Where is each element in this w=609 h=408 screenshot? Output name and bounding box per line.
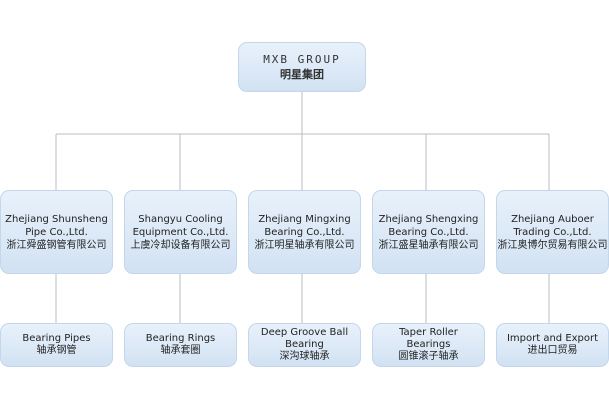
company-node-mingxing: Zhejiang Mingxing Bearing Co.,Ltd. 浙江明星轴… — [248, 190, 361, 274]
product-name-zh: 轴承套圈 — [160, 345, 201, 356]
product-name-en: Import and Export — [506, 333, 599, 344]
company-node-auboer: Zhejiang Auboer Trading Co.,Ltd. 浙江奥博尔贸易… — [496, 190, 609, 274]
company-name-en: Zhejiang Shengxing Bearing Co.,Ltd. — [378, 213, 479, 238]
company-name-zh: 浙江盛星轴承有限公司 — [378, 239, 479, 251]
product-name-zh: 轴承钢管 — [36, 345, 77, 356]
group-node: MXB GROUP 明星集团 — [238, 42, 366, 92]
company-name-en: Zhejiang Mingxing Bearing Co.,Ltd. — [258, 213, 351, 238]
company-name-zh: 浙江舜盛钢管有限公司 — [6, 239, 107, 251]
company-name-zh: 浙江奥博尔贸易有限公司 — [497, 239, 608, 251]
product-node-import-export: Import and Export 进出口贸易 — [496, 323, 609, 367]
company-name-zh: 上虞冷却设备有限公司 — [130, 239, 231, 251]
company-name-en: Zhejiang Auboer Trading Co.,Ltd. — [511, 213, 594, 238]
company-name-en: Shangyu Cooling Equipment Co.,Ltd. — [132, 213, 229, 238]
product-name-en: Deep Groove Ball Bearing — [260, 327, 349, 350]
product-name-zh: 深沟球轴承 — [279, 351, 330, 362]
product-node-taper-roller-bearings: Taper Roller Bearings 圆锥滚子轴承 — [372, 323, 485, 367]
product-name-en: Taper Roller Bearings — [399, 327, 458, 350]
product-name-en: Bearing Rings — [145, 333, 216, 344]
company-name-en: Zhejiang Shunsheng Pipe Co.,Ltd. — [5, 213, 108, 238]
group-name-en: MXB GROUP — [263, 53, 341, 66]
product-name-zh: 进出口贸易 — [527, 345, 578, 356]
company-node-shangyu-cooling: Shangyu Cooling Equipment Co.,Ltd. 上虞冷却设… — [124, 190, 237, 274]
company-node-shengxing: Zhejiang Shengxing Bearing Co.,Ltd. 浙江盛星… — [372, 190, 485, 274]
product-name-zh: 圆锥滚子轴承 — [398, 351, 459, 362]
company-name-zh: 浙江明星轴承有限公司 — [254, 239, 355, 251]
group-name-zh: 明星集团 — [280, 68, 324, 81]
product-node-bearing-rings: Bearing Rings 轴承套圈 — [124, 323, 237, 367]
company-node-shunsheng: Zhejiang Shunsheng Pipe Co.,Ltd. 浙江舜盛钢管有… — [0, 190, 113, 274]
product-node-deep-groove-ball-bearing: Deep Groove Ball Bearing 深沟球轴承 — [248, 323, 361, 367]
product-node-bearing-pipes: Bearing Pipes 轴承钢管 — [0, 323, 113, 367]
product-name-en: Bearing Pipes — [22, 333, 91, 344]
